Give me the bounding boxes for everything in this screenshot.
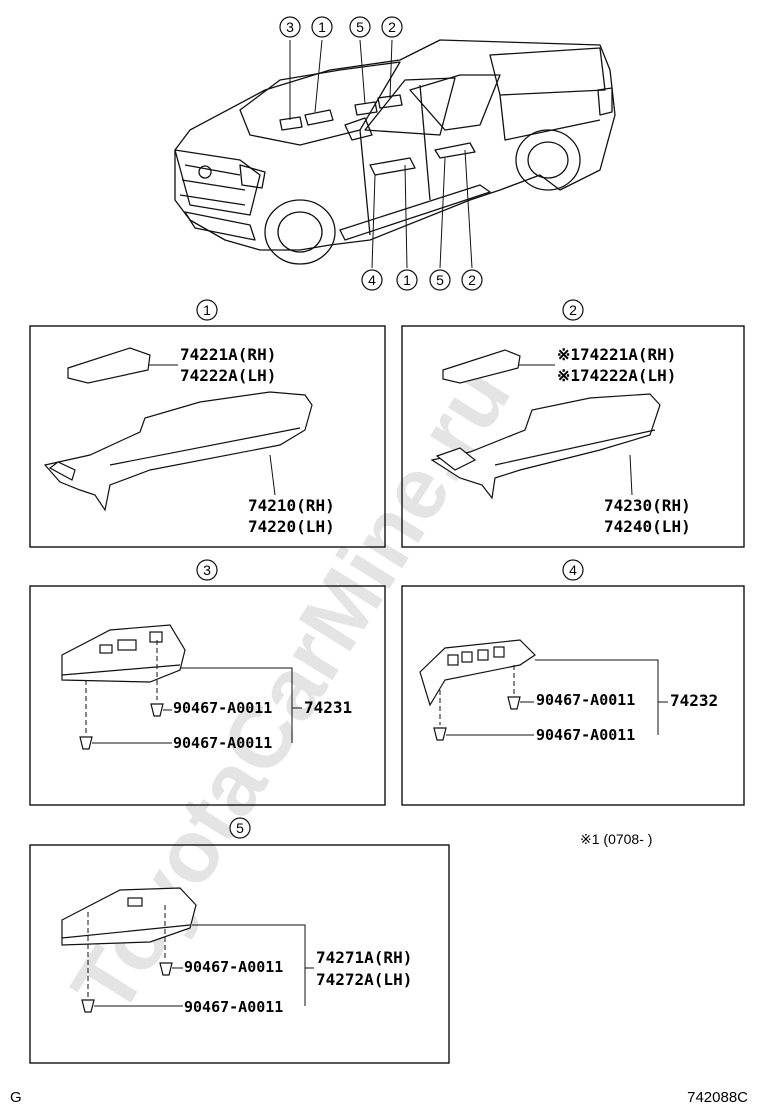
- truck-callout-bottom-1: 1: [396, 269, 418, 291]
- truck-callout-top-2: 2: [381, 16, 403, 38]
- truck-callout-top-5: 5: [349, 16, 371, 38]
- truck-illustration: [174, 39, 616, 265]
- svg-text:4: 4: [569, 562, 577, 578]
- svg-text:4: 4: [368, 272, 376, 288]
- panel-4-switch-drawing: [419, 639, 536, 707]
- panel-2-part-1: ※174221A(RH): [557, 345, 676, 364]
- svg-text:5: 5: [356, 19, 364, 35]
- svg-text:5: 5: [236, 820, 244, 836]
- footnote: ※1 (0708- ): [580, 831, 652, 847]
- panel-1-label: 1: [196, 299, 218, 321]
- panel-5-clip-upper: 90467-A0011: [184, 958, 283, 976]
- svg-text:2: 2: [468, 272, 476, 288]
- corner-right-code: 742088C: [687, 1089, 748, 1106]
- svg-text:1: 1: [203, 302, 211, 318]
- svg-text:3: 3: [286, 19, 294, 35]
- svg-text:1: 1: [403, 272, 411, 288]
- panel-2-armrest-drawing: [430, 393, 661, 500]
- panel-1-part-1: 74221A(RH): [180, 345, 276, 364]
- panel-3-clip-lower: 90467-A0011: [173, 734, 272, 752]
- panel-3-clip-upper: 90467-A0011: [173, 699, 272, 717]
- panel-1-armrest-drawing: [43, 391, 313, 512]
- panel-3-clip-lower-icon: [79, 736, 93, 750]
- panel-5-frame: [29, 844, 450, 1064]
- panel-3-clip-upper-icon: [150, 703, 164, 717]
- panel-5-assembly-rh: 74271A(RH): [316, 948, 412, 967]
- truck-callout-top-1: 1: [311, 16, 333, 38]
- panel-2-pad-drawing: [442, 349, 521, 384]
- panel-4-clip-upper-icon: [507, 696, 521, 710]
- panel-3-frame: [29, 585, 386, 806]
- svg-text:2: 2: [388, 19, 396, 35]
- panel-2-part-3: 74230(RH): [604, 496, 691, 515]
- corner-left-code: G: [10, 1089, 22, 1106]
- panel-4-clip-lower-icon: [433, 727, 447, 741]
- panel-4-leaders: [446, 659, 668, 736]
- panel-1-leader-armrest: [269, 454, 276, 496]
- truck-callout-bottom-5: 5: [429, 269, 451, 291]
- panel-2-label: 2: [562, 299, 584, 321]
- panel-5-switch-drawing: [61, 887, 197, 946]
- panel-5-assembly-lh: 74272A(LH): [316, 970, 412, 989]
- panel-5-clip-lower: 90467-A0011: [184, 998, 283, 1016]
- panel-3-label: 3: [196, 559, 218, 581]
- panel-2-part-4: 74240(LH): [604, 517, 691, 536]
- panel-2-leader-armrest: [629, 454, 633, 496]
- panel-4-assembly: 74232: [670, 691, 718, 710]
- panel-5-clip-lower-icon: [81, 999, 95, 1013]
- panel-4-frame: [401, 585, 745, 806]
- svg-text:3: 3: [203, 562, 211, 578]
- panel-5-clip-upper-icon: [159, 962, 173, 976]
- svg-text:2: 2: [569, 302, 577, 318]
- truck-callout-bottom-4: 4: [361, 269, 383, 291]
- panel-1-part-3: 74210(RH): [248, 496, 335, 515]
- panel-1-part-2: 74222A(LH): [180, 366, 276, 385]
- panel-2-part-2: ※174222A(LH): [557, 366, 676, 385]
- panel-4-clip-upper: 90467-A0011: [536, 691, 635, 709]
- panel-1-frame: [29, 325, 386, 548]
- truck-callout-bottom-2: 2: [461, 269, 483, 291]
- panel-5-leaders: [94, 924, 314, 1007]
- svg-text:1: 1: [318, 19, 326, 35]
- svg-text:5: 5: [436, 272, 444, 288]
- panel-3-switch-drawing: [61, 624, 186, 683]
- panel-4-clip-lower: 90467-A0011: [536, 726, 635, 744]
- panel-1-part-4: 74220(LH): [248, 517, 335, 536]
- panel-3-leaders: [92, 667, 302, 744]
- truck-callout-top-3: 3: [279, 16, 301, 38]
- panel-3-assembly: 74231: [304, 698, 352, 717]
- panel-4-label: 4: [562, 559, 584, 581]
- truck-callout-leaders: [289, 39, 473, 269]
- panel-1-pad-drawing: [67, 347, 151, 384]
- panel-5-label: 5: [229, 817, 251, 839]
- panel-2-frame: [401, 325, 745, 548]
